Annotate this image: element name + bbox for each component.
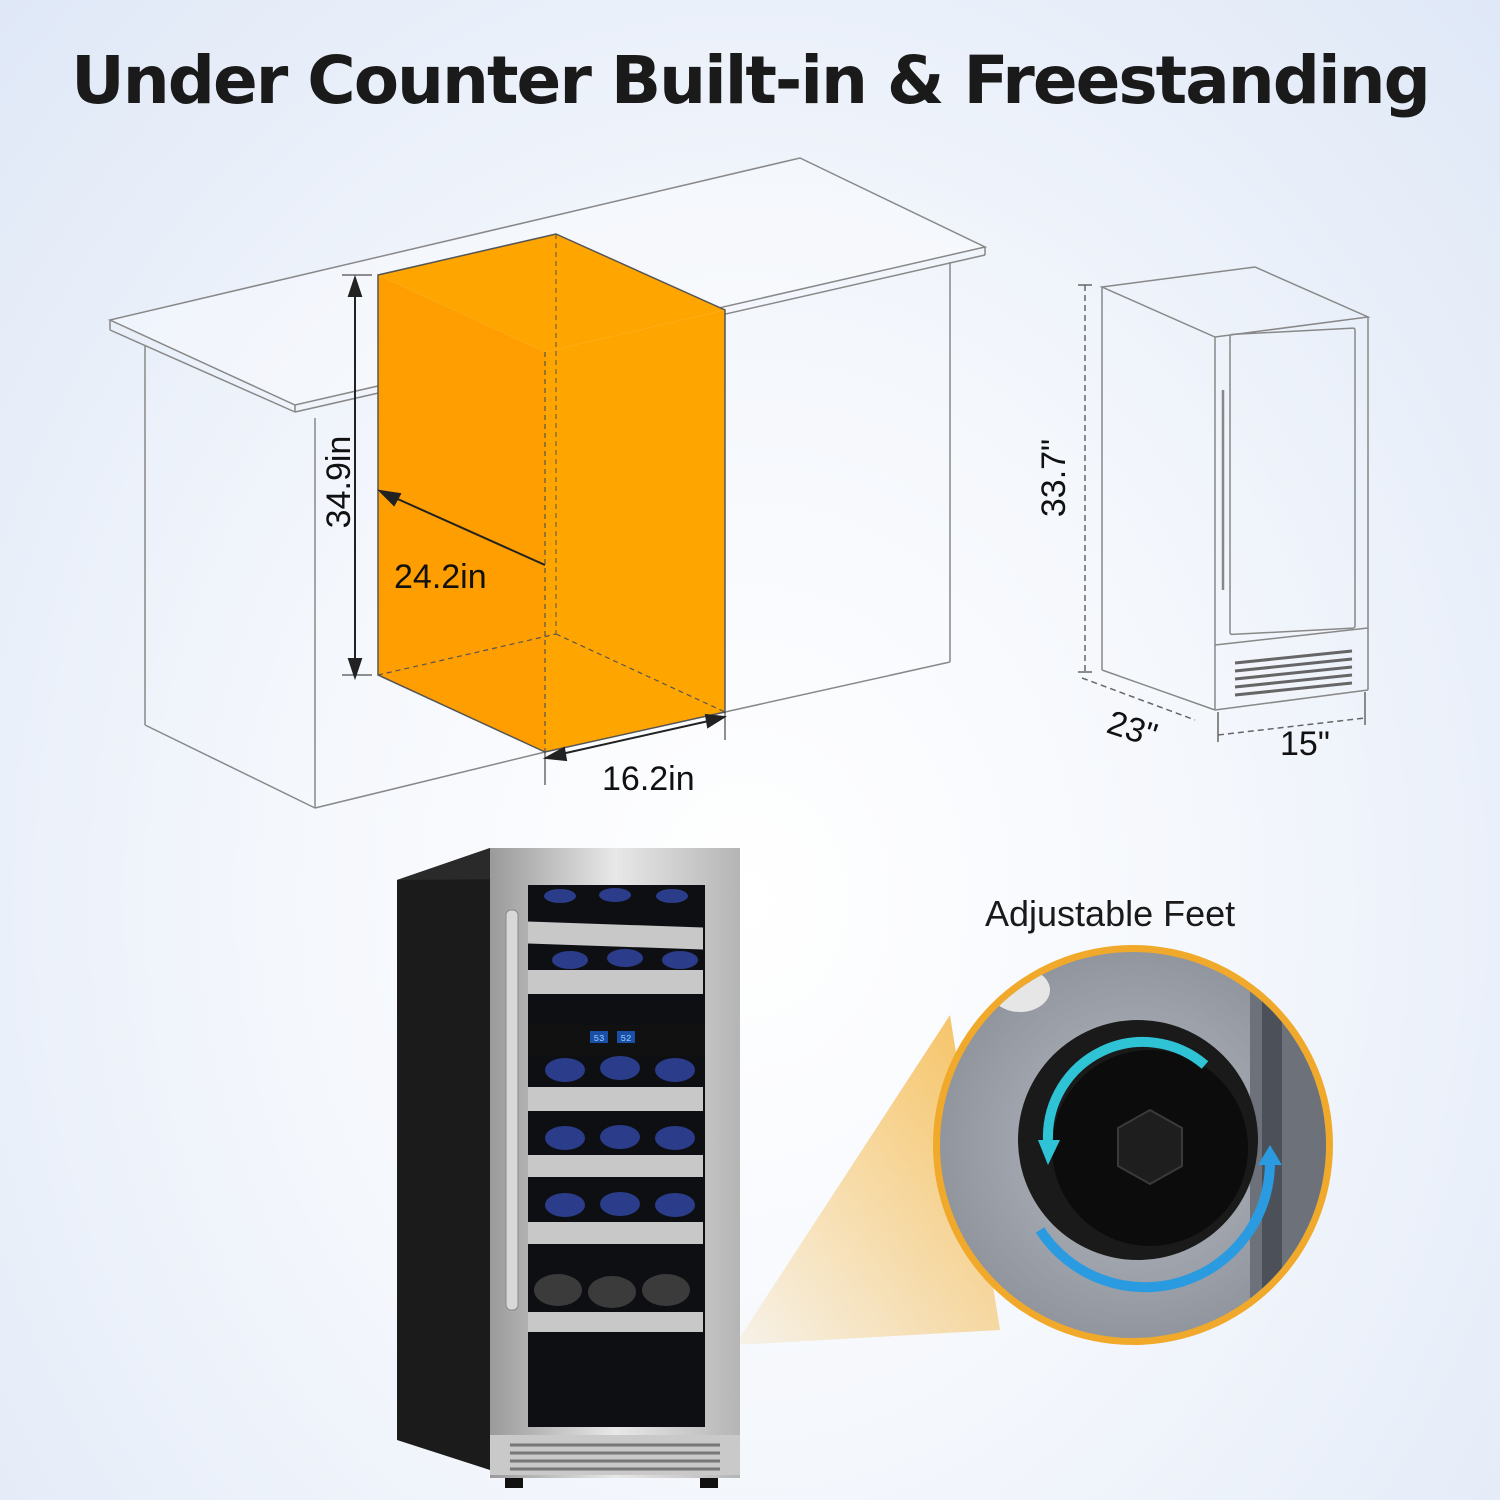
cooler-shelves: 53 52 <box>528 888 705 1332</box>
freestanding-vent <box>1234 649 1353 697</box>
hex-socket <box>1117 1108 1183 1186</box>
adjustable-feet-label: Adjustable Feet <box>985 893 1236 934</box>
built-in-width-label: 16.2in <box>602 760 695 798</box>
freestanding-depth-label: 23" <box>1103 703 1162 755</box>
built-in-depth-label: 24.2in <box>394 558 487 596</box>
left-temp-display: 53 <box>594 1034 605 1044</box>
freestanding-width-label: 15" <box>1280 725 1330 763</box>
freestanding-diagram <box>1099 266 1371 711</box>
freestanding-height-label: 33.7" <box>1035 439 1073 517</box>
freestanding-dimensions <box>1078 284 1366 742</box>
cutout-box <box>377 233 726 753</box>
built-in-dimensions <box>342 274 727 785</box>
page-title: Under Counter Built-in & Freestanding <box>71 42 1431 119</box>
right-temp-display: 52 <box>621 1034 632 1044</box>
built-in-height-label: 34.9in <box>320 436 358 529</box>
zoom-beam <box>735 1015 1000 1345</box>
cooler-base <box>490 1435 740 1488</box>
